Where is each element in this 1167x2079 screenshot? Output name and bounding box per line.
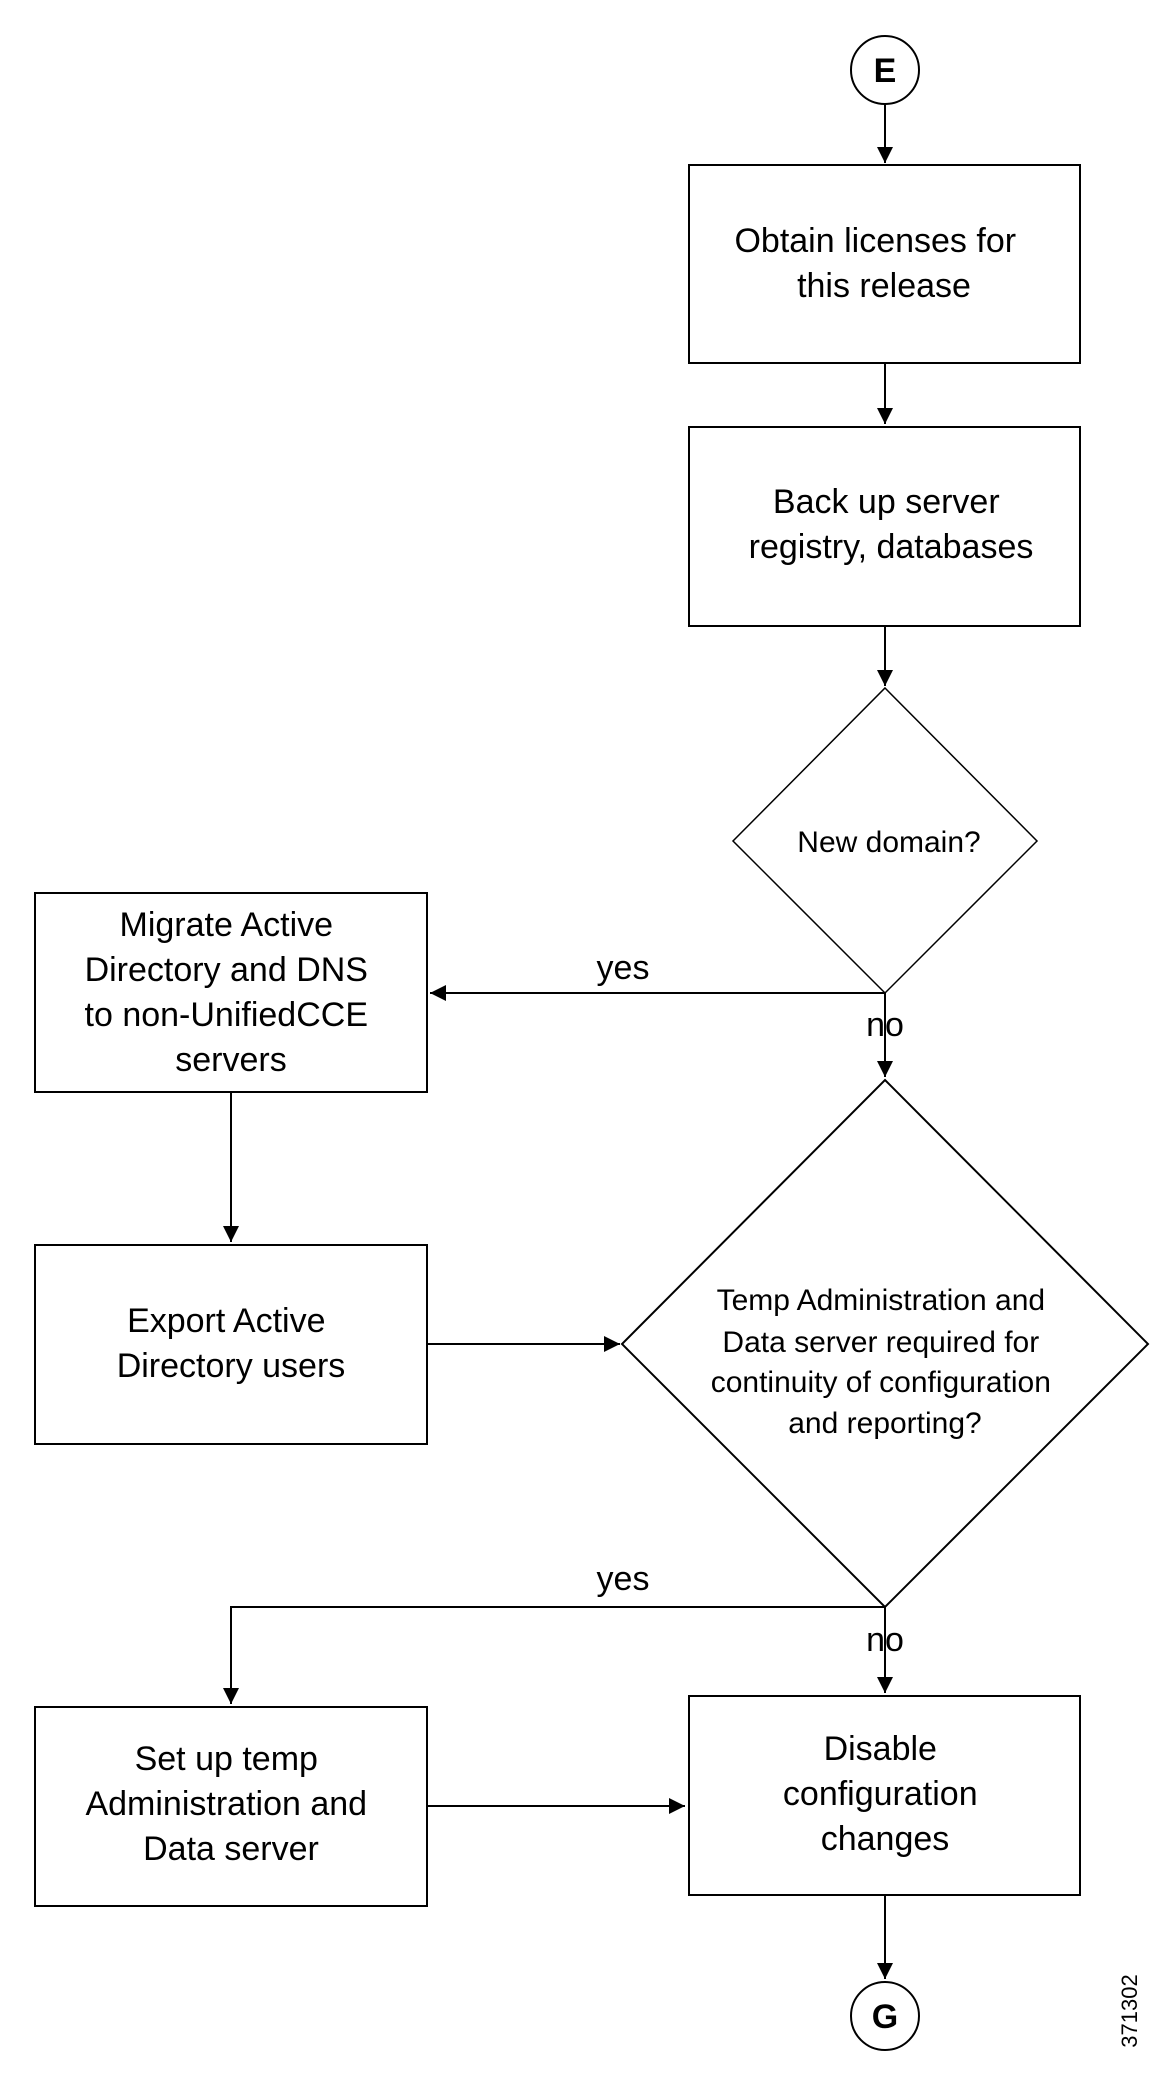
edge-label-temp-no: no [866,1621,904,1659]
node-obtain-licenses: Obtain licenses for this release [688,164,1081,364]
connector-end: G [850,1981,920,2051]
node-temp-question-text: Temp Administration and Data server requ… [711,1284,1060,1440]
connector-start: E [850,35,920,105]
edge-label-newdomain-yes: yes [597,949,650,987]
node-back-up: Back up server registry, databases [688,426,1081,627]
node-back-up-text: Back up server registry, databases [749,483,1034,566]
edge-label-temp-yes: yes [597,1560,650,1598]
node-disable-config-text: Disable configuration changes [783,1730,987,1858]
node-obtain-licenses-text: Obtain licenses for this release [734,222,1025,305]
node-export-ad: Export Active Directory users [34,1244,428,1445]
node-disable-config: Disable configuration changes [688,1695,1081,1896]
node-migrate-ad-text: Migrate Active Directory and DNS to non-… [85,906,378,1079]
node-migrate-ad: Migrate Active Directory and DNS to non-… [34,892,428,1093]
edge-label-newdomain-no: no [866,1006,904,1044]
node-setup-temp: Set up temp Administration and Data serv… [34,1706,428,1907]
edge-temp-yes-to-setup [223,1606,885,1704]
connector-end-label: G [872,1998,898,2036]
node-export-ad-text: Export Active Directory users [117,1302,346,1385]
node-new-domain: New domain? [731,686,1039,995]
figure-id: 371302 [1117,1974,1142,2047]
node-setup-temp-text: Set up temp Administration and Data serv… [85,1740,376,1868]
node-new-domain-text: New domain? [797,826,980,859]
node-temp-question: Temp Administration and Data server requ… [620,1078,1150,1609]
connector-start-label: E [874,52,897,90]
